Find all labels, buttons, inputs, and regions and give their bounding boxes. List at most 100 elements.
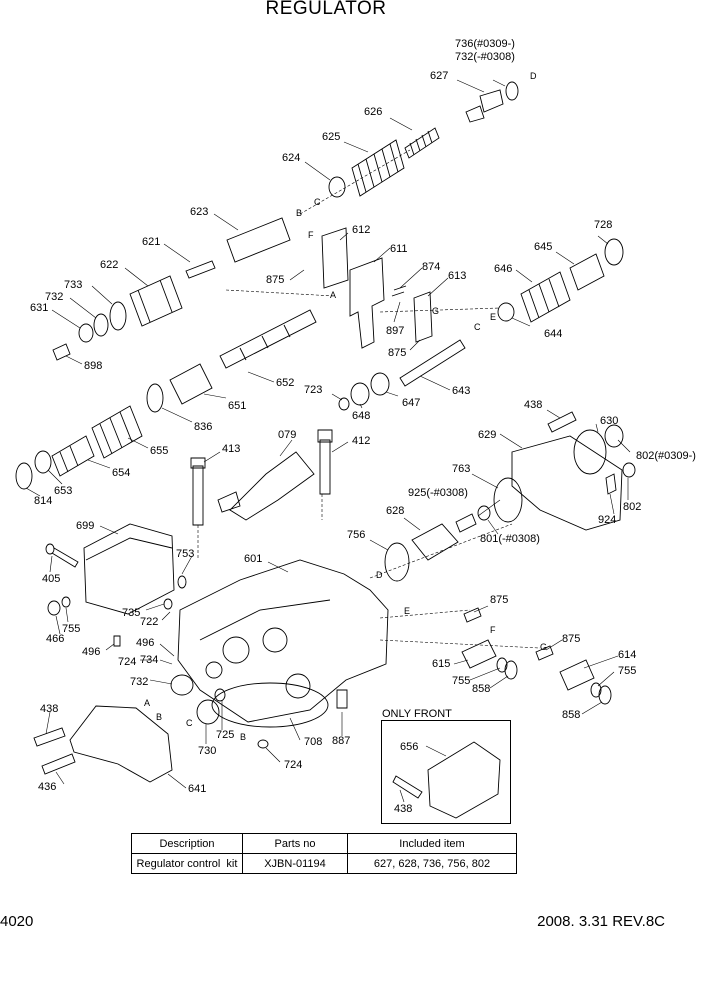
label-625: 625 xyxy=(322,131,340,143)
label-732-bot: 732 xyxy=(130,676,148,688)
kit-table: Description Parts no Included item Regul… xyxy=(131,833,517,874)
lever-613-shape xyxy=(413,291,433,343)
plug-898-shape xyxy=(52,343,71,361)
label-708: 708 xyxy=(304,736,322,748)
label-613: 613 xyxy=(448,270,466,282)
label-496-b: 496 xyxy=(82,646,100,658)
label-405: 405 xyxy=(42,573,60,585)
label-801: 801(-#0308) xyxy=(480,533,540,545)
label-644: 644 xyxy=(544,328,562,340)
page-title: REGULATOR xyxy=(265,0,387,19)
label-875-d: 875 xyxy=(562,633,580,645)
bolt-405-shape xyxy=(45,543,55,555)
page-number: 4020 xyxy=(0,913,34,930)
ref-d2: D xyxy=(376,570,383,580)
kit-header-parts-no: Parts no xyxy=(242,833,348,854)
label-645: 645 xyxy=(534,241,552,253)
screw-438b-shape xyxy=(33,727,66,747)
label-925: 925(-#0308) xyxy=(408,487,468,499)
label-722: 722 xyxy=(140,616,158,628)
kit-table-row: Regulator control kit XJBN-01194 627, 62… xyxy=(131,853,517,874)
cap-630b-shape xyxy=(604,424,624,448)
label-436: 436 xyxy=(38,781,56,793)
pin-875d-shape xyxy=(535,645,554,661)
label-611: 611 xyxy=(390,243,408,255)
label-621: 621 xyxy=(142,236,160,248)
revision-date: 2008. 3.31 REV.8C xyxy=(537,913,665,930)
label-627: 627 xyxy=(430,70,448,82)
pin-874-shape xyxy=(391,285,407,297)
ring-755b-shape xyxy=(496,657,508,673)
label-753: 753 xyxy=(176,548,194,560)
label-734: 734 xyxy=(140,654,158,666)
lever-612-shape xyxy=(321,227,349,289)
label-601: 601 xyxy=(244,553,262,565)
ring-755c-shape xyxy=(590,682,602,698)
label-614: 614 xyxy=(618,649,636,661)
spool-652-shape xyxy=(219,309,317,369)
bolt-413-shape xyxy=(190,457,206,526)
ref-c3: C xyxy=(186,718,193,728)
label-814: 814 xyxy=(34,495,52,507)
label-898: 898 xyxy=(84,360,102,372)
plug-614-shape xyxy=(559,659,595,691)
label-413: 413 xyxy=(222,443,240,455)
o-ring-733-shape xyxy=(109,301,127,331)
rod-643-shape xyxy=(399,339,466,387)
ref-a2: A xyxy=(144,698,150,708)
only-front-box xyxy=(381,720,511,824)
kit-cell-description: Regulator control kit xyxy=(131,853,243,874)
port-601c xyxy=(285,673,311,699)
ring-723-shape xyxy=(338,397,350,411)
ref-c2: C xyxy=(474,322,481,332)
o-ring-732b-shape xyxy=(170,674,194,696)
label-652: 652 xyxy=(276,377,294,389)
label-728: 728 xyxy=(594,219,612,231)
label-725: 725 xyxy=(216,729,234,741)
collar-647-shape xyxy=(370,372,390,396)
sleeve-628-shape xyxy=(411,523,459,561)
body-601-shape xyxy=(177,559,389,723)
label-438-front: 438 xyxy=(394,803,412,815)
label-802: 802 xyxy=(623,501,641,513)
plug-615-shape xyxy=(461,639,497,669)
washer-644-shape xyxy=(497,302,515,322)
plug-627-shape xyxy=(465,89,504,123)
label-626: 626 xyxy=(364,106,382,118)
label-732-left: 732 xyxy=(45,291,63,303)
ref-b1: B xyxy=(296,208,302,218)
plug-466-shape xyxy=(47,600,61,616)
kit-cell-included-item: 627, 628, 736, 756, 802 xyxy=(347,853,517,874)
label-755-a: 755 xyxy=(62,623,80,635)
ring-725-shape xyxy=(214,688,226,702)
bolt-405-shaft xyxy=(51,547,79,568)
collar-648-shape xyxy=(350,382,370,406)
pin-875c-shape xyxy=(463,607,482,623)
pin-496-shape xyxy=(113,635,121,647)
screw-924-shape xyxy=(605,473,617,495)
screw-436-shape xyxy=(41,753,76,775)
label-802-top: 802(#0309-) xyxy=(636,450,696,462)
gasket-708-shape xyxy=(211,682,329,728)
label-730: 730 xyxy=(198,745,216,757)
label-724-a: 724 xyxy=(118,656,136,668)
port-601b xyxy=(262,627,288,653)
label-623: 623 xyxy=(190,206,208,218)
label-651: 651 xyxy=(228,400,246,412)
cover-641-shape xyxy=(69,705,173,783)
label-756: 756 xyxy=(347,529,365,541)
ref-b2: B xyxy=(156,712,162,722)
plug-631-shape xyxy=(78,323,94,343)
label-723: 723 xyxy=(304,384,322,396)
ring-814-shape xyxy=(15,462,33,490)
label-628: 628 xyxy=(386,505,404,517)
label-736: 736(#0309-) xyxy=(455,38,515,50)
ref-b3: B xyxy=(240,732,246,742)
label-858-a: 858 xyxy=(472,683,490,695)
screw-438c-shape xyxy=(392,775,423,799)
label-629: 629 xyxy=(478,429,496,441)
plate-656-shape xyxy=(427,741,501,819)
ref-c1: C xyxy=(314,197,321,207)
ring-735-shape xyxy=(163,598,173,610)
ref-f1: F xyxy=(308,230,314,240)
